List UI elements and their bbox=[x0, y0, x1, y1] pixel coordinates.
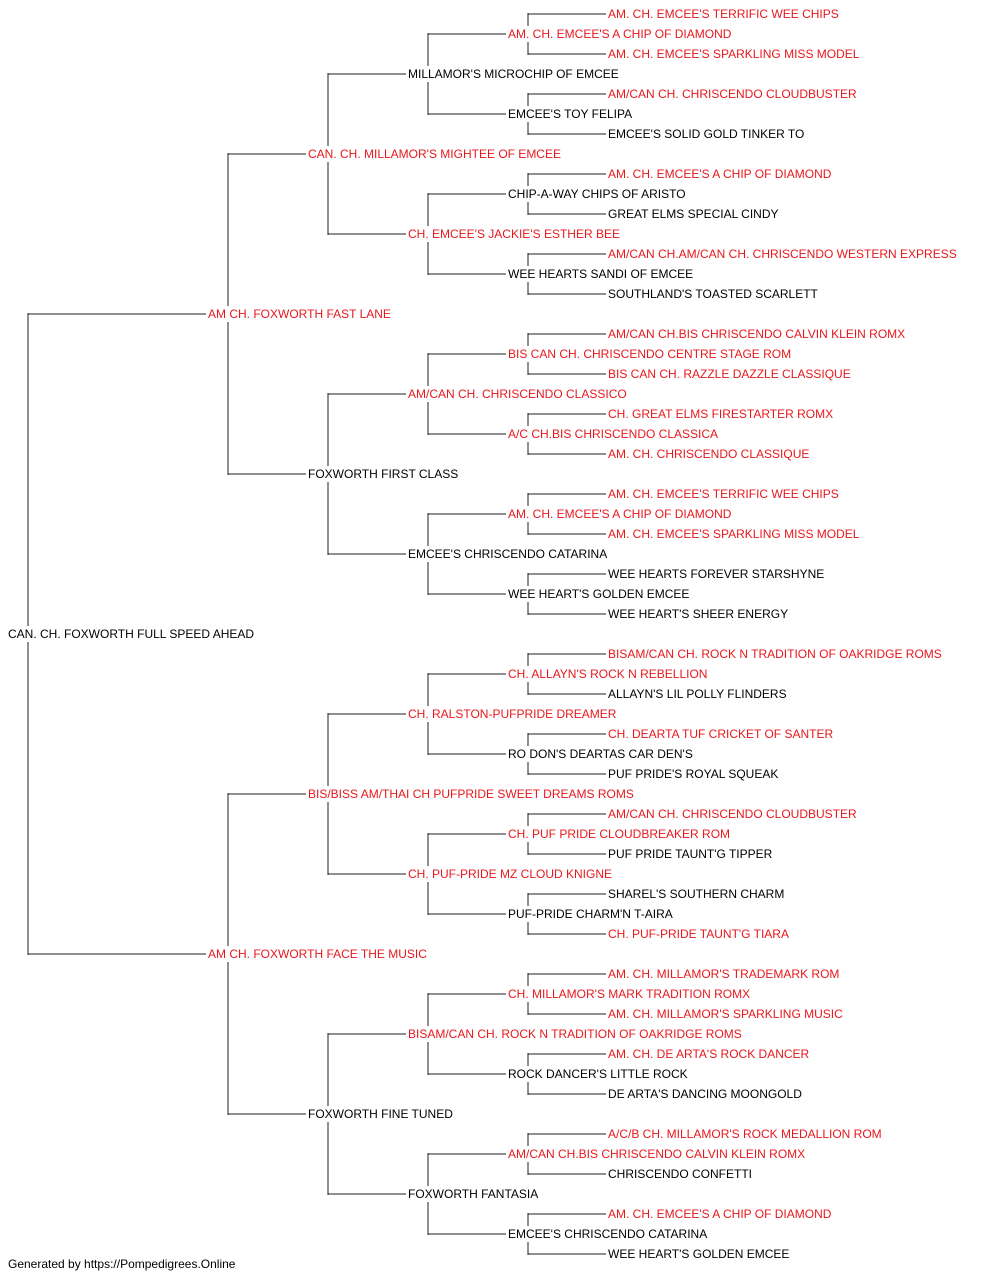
ancestor-name-gen5: CH. DEARTA TUF CRICKET OF SANTER bbox=[608, 727, 833, 741]
ancestor-name-gen5: WEE HEART'S GOLDEN EMCEE bbox=[608, 1247, 789, 1261]
ancestor-name-gen5: AM. CH. DE ARTA'S ROCK DANCER bbox=[608, 1047, 810, 1061]
ancestor-name-gen5: AM. CH. EMCEE'S A CHIP OF DIAMOND bbox=[608, 1207, 832, 1221]
ancestor-name-gen3: FOXWORTH FANTASIA bbox=[408, 1187, 538, 1201]
ancestor-name-gen4: EMCEE'S TOY FELIPA bbox=[508, 107, 632, 121]
ancestor-name-gen5: AM/CAN CH. CHRISCENDO CLOUDBUSTER bbox=[608, 807, 857, 821]
ancestor-name-gen4: WEE HEART'S GOLDEN EMCEE bbox=[508, 587, 689, 601]
ancestor-name-gen4: CH. PUF PRIDE CLOUDBREAKER ROM bbox=[508, 827, 730, 841]
ancestor-name-gen2: CAN. CH. MILLAMOR'S MIGHTEE OF EMCEE bbox=[308, 147, 561, 161]
ancestor-name-gen5: AM/CAN CH.BIS CHRISCENDO CALVIN KLEIN RO… bbox=[608, 327, 905, 341]
ancestor-name-gen4: CH. MILLAMOR'S MARK TRADITION ROMX bbox=[508, 987, 750, 1001]
ancestor-name-gen4: CH. ALLAYN'S ROCK N REBELLION bbox=[508, 667, 707, 681]
ancestor-name-gen5: PUF PRIDE TAUNT'G TIPPER bbox=[608, 847, 773, 861]
ancestor-name-gen4: EMCEE'S CHRISCENDO CATARINA bbox=[508, 1227, 707, 1241]
ancestor-name-gen1: AM CH. FOXWORTH FACE THE MUSIC bbox=[208, 947, 427, 961]
ancestor-name-gen5: CH. PUF-PRIDE TAUNT'G TIARA bbox=[608, 927, 789, 941]
ancestor-name-gen4: RO DON'S DEARTAS CAR DEN'S bbox=[508, 747, 693, 761]
ancestor-name-gen1: AM CH. FOXWORTH FAST LANE bbox=[208, 307, 391, 321]
ancestor-name-gen5: A/C/B CH. MILLAMOR'S ROCK MEDALLION ROM bbox=[608, 1127, 882, 1141]
ancestor-name-gen5: BISAM/CAN CH. ROCK N TRADITION OF OAKRID… bbox=[608, 647, 942, 661]
ancestor-name-gen5: BIS CAN CH. RAZZLE DAZZLE CLASSIQUE bbox=[608, 367, 851, 381]
ancestor-name-gen5: SHAREL'S SOUTHERN CHARM bbox=[608, 887, 784, 901]
pedigree-names: AM. CH. EMCEE'S TERRIFIC WEE CHIPS AM. CH… bbox=[8, 7, 957, 1261]
ancestor-name-gen5: ALLAYN'S LIL POLLY FLINDERS bbox=[608, 687, 787, 701]
ancestor-name-gen5: AM/CAN CH.AM/CAN CH. CHRISCENDO WESTERN … bbox=[608, 247, 957, 261]
ancestor-name-gen3: MILLAMOR'S MICROCHIP OF EMCEE bbox=[408, 67, 619, 81]
ancestor-name-gen3: CH. RALSTON-PUFPRIDE DREAMER bbox=[408, 707, 617, 721]
ancestor-name-gen2: FOXWORTH FIRST CLASS bbox=[308, 467, 458, 481]
ancestor-name-gen3: EMCEE'S CHRISCENDO CATARINA bbox=[408, 547, 607, 561]
ancestor-name-gen5: EMCEE'S SOLID GOLD TINKER TO bbox=[608, 127, 804, 141]
ancestor-name-gen4: WEE HEARTS SANDI OF EMCEE bbox=[508, 267, 693, 281]
ancestor-name-gen2: BIS/BISS AM/THAI CH PUFPRIDE SWEET DREAM… bbox=[308, 787, 634, 801]
ancestor-name-gen4: PUF-PRIDE CHARM'N T-AIRA bbox=[508, 907, 673, 921]
pedigree-connectors bbox=[27, 13, 606, 1255]
ancestor-name-gen5: AM/CAN CH. CHRISCENDO CLOUDBUSTER bbox=[608, 87, 857, 101]
ancestor-name-gen5: CHRISCENDO CONFETTI bbox=[608, 1167, 752, 1181]
ancestor-name-gen5: GREAT ELMS SPECIAL CINDY bbox=[608, 207, 779, 221]
ancestor-name-gen5: AM. CH. EMCEE'S A CHIP OF DIAMOND bbox=[608, 167, 832, 181]
ancestor-name-gen5: AM. CH. EMCEE'S SPARKLING MISS MODEL bbox=[608, 527, 860, 541]
ancestor-name-gen4: AM/CAN CH.BIS CHRISCENDO CALVIN KLEIN RO… bbox=[508, 1147, 805, 1161]
ancestor-name-gen5: PUF PRIDE'S ROYAL SQUEAK bbox=[608, 767, 778, 781]
ancestor-name-gen5: AM. CH. EMCEE'S TERRIFIC WEE CHIPS bbox=[608, 487, 839, 501]
subject-dog-name: CAN. CH. FOXWORTH FULL SPEED AHEAD bbox=[8, 627, 254, 641]
ancestor-name-gen5: AM. CH. EMCEE'S SPARKLING MISS MODEL bbox=[608, 47, 860, 61]
ancestor-name-gen3: CH. PUF-PRIDE MZ CLOUD KNIGNE bbox=[408, 867, 612, 881]
ancestor-name-gen5: WEE HEARTS FOREVER STARSHYNE bbox=[608, 567, 824, 581]
ancestor-name-gen5: WEE HEART'S SHEER ENERGY bbox=[608, 607, 788, 621]
ancestor-name-gen4: BIS CAN CH. CHRISCENDO CENTRE STAGE ROM bbox=[508, 347, 791, 361]
ancestor-name-gen5: AM. CH. EMCEE'S TERRIFIC WEE CHIPS bbox=[608, 7, 839, 21]
ancestor-name-gen4: CHIP-A-WAY CHIPS OF ARISTO bbox=[508, 187, 686, 201]
ancestor-name-gen5: AM. CH. MILLAMOR'S SPARKLING MUSIC bbox=[608, 1007, 843, 1021]
ancestor-name-gen4: AM. CH. EMCEE'S A CHIP OF DIAMOND bbox=[508, 507, 732, 521]
ancestor-name-gen5: AM. CH. MILLAMOR'S TRADEMARK ROM bbox=[608, 967, 839, 981]
ancestor-name-gen4: A/C CH.BIS CHRISCENDO CLASSICA bbox=[508, 427, 718, 441]
ancestor-name-gen3: AM/CAN CH. CHRISCENDO CLASSICO bbox=[408, 387, 627, 401]
footer-credit: Generated by https://Pompedigrees.Online bbox=[8, 1257, 236, 1271]
ancestor-name-gen2: FOXWORTH FINE TUNED bbox=[308, 1107, 453, 1121]
ancestor-name-gen4: ROCK DANCER'S LITTLE ROCK bbox=[508, 1067, 688, 1081]
ancestor-name-gen5: SOUTHLAND'S TOASTED SCARLETT bbox=[608, 287, 819, 301]
ancestor-name-gen3: CH. EMCEE'S JACKIE'S ESTHER BEE bbox=[408, 227, 620, 241]
ancestor-name-gen5: CH. GREAT ELMS FIRESTARTER ROMX bbox=[608, 407, 833, 421]
ancestor-name-gen4: AM. CH. EMCEE'S A CHIP OF DIAMOND bbox=[508, 27, 732, 41]
ancestor-name-gen5: DE ARTA'S DANCING MOONGOLD bbox=[608, 1087, 802, 1101]
ancestor-name-gen3: BISAM/CAN CH. ROCK N TRADITION OF OAKRID… bbox=[408, 1027, 742, 1041]
ancestor-name-gen5: AM. CH. CHRISCENDO CLASSIQUE bbox=[608, 447, 809, 461]
